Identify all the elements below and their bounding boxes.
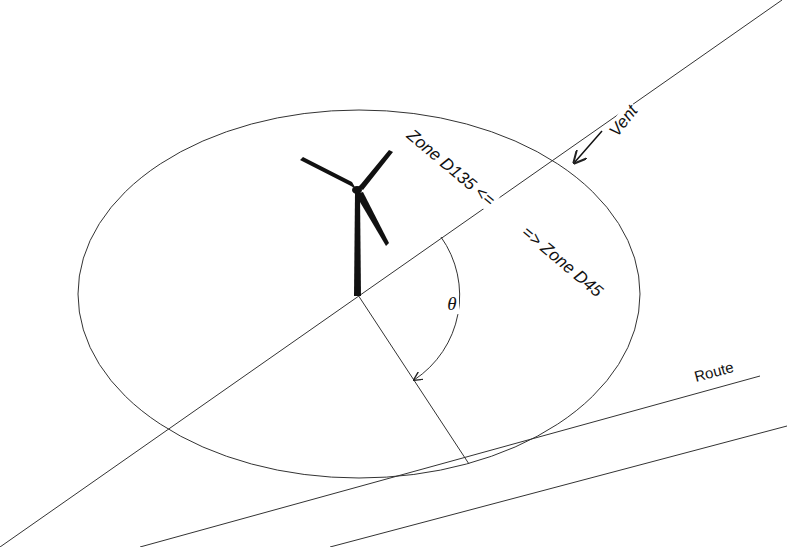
radius-line [358,295,469,464]
route-edge [140,376,760,547]
wind-turbine [300,150,393,296]
wind-arrow [574,131,602,163]
route-edge [330,426,787,547]
theta-arc [414,237,460,380]
zone-ellipse [78,110,640,478]
diagram-label: Vent [605,100,643,142]
diagram-label: Zone D135 <= [401,125,499,212]
diagram-label: Route [691,358,738,385]
diagram-label: θ [445,294,458,315]
diagram-label: => Zone D45 [516,222,607,303]
